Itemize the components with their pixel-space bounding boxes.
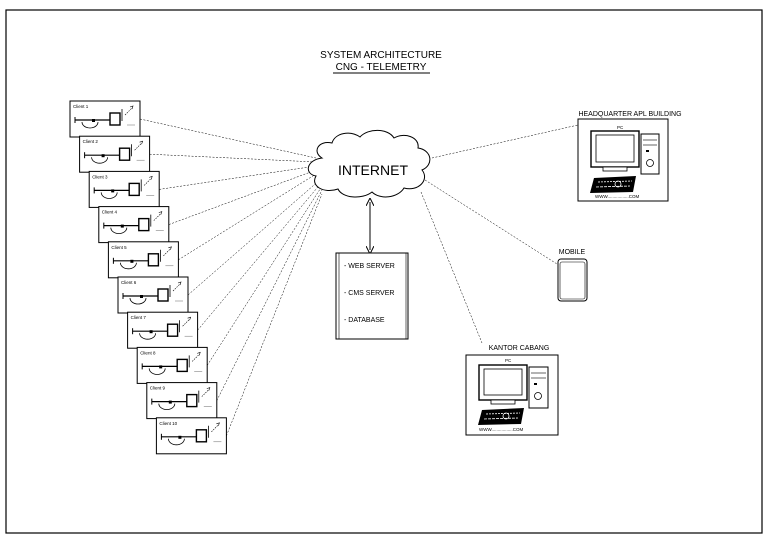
client-label: Client 4	[102, 210, 118, 215]
headquarter-pc-icon	[590, 130, 660, 175]
telemetry-device-icon	[141, 351, 203, 375]
client-card: Client 6	[117, 276, 189, 314]
page-border	[5, 9, 763, 534]
client-link-2	[149, 153, 317, 163]
internet-label: INTERNET	[338, 162, 408, 178]
client-label: Client 5	[111, 245, 127, 250]
client-link-4	[168, 169, 317, 225]
client-label: Client 3	[92, 174, 108, 179]
headquarter-title: HEADQUARTER APL BUILDING	[578, 111, 681, 118]
client-label: Client 9	[150, 386, 166, 391]
branch-link	[420, 191, 483, 344]
headquarter-pc-label: PC	[617, 125, 624, 130]
server-box: - WEB SERVER - CMS SERVER - DATABASE	[335, 252, 409, 340]
client-link-6	[187, 177, 323, 296]
headquarter-keyboard-icon	[590, 176, 636, 193]
telemetry-device-icon	[132, 316, 193, 340]
client-link-8	[206, 185, 323, 366]
client-label: Client 1	[73, 104, 89, 109]
telemetry-device-icon	[122, 281, 183, 305]
client-link-3	[159, 165, 317, 190]
branch-keyboard-icon	[478, 408, 524, 425]
telemetry-device-icon	[84, 140, 145, 164]
client-card: Client 5	[107, 241, 179, 279]
server-item-database: - DATABASE	[344, 317, 385, 324]
client-link-10	[226, 193, 323, 436]
client-label: Client 7	[131, 315, 147, 320]
client-link-1	[139, 118, 317, 159]
telemetry-device-icon	[103, 211, 164, 234]
branch-node: KANTOR CABANG PC WWW.................COM	[465, 345, 559, 436]
client-card: Client 3	[88, 170, 160, 208]
client-stack: Client 1 Client 2 Client 3 Client 4 Client 5…	[69, 100, 227, 455]
client-link-9	[216, 189, 323, 401]
branch-pc-icon	[478, 364, 549, 409]
branch-pc-label: PC	[505, 358, 512, 363]
telemetry-device-icon	[112, 246, 174, 270]
client-label: Client 2	[83, 139, 99, 144]
internet-cloud: INTERNET	[307, 129, 431, 198]
branch-url: WWW.................COM	[479, 427, 523, 432]
client-label: Client 8	[140, 350, 156, 355]
mobile-device-icon	[557, 258, 588, 302]
client-card: Client 9	[146, 382, 218, 420]
client-card: Client 2	[79, 135, 151, 173]
server-item-web: - WEB SERVER	[344, 263, 395, 270]
headquarter-node: HEADQUARTER APL BUILDING PC WWW.........…	[577, 111, 682, 202]
mobile-node: MOBILE	[557, 249, 588, 302]
branch-title: KANTOR CABANG	[489, 345, 550, 352]
client-label: Client 10	[159, 421, 177, 426]
client-card: Client 7	[127, 311, 199, 349]
mobile-link	[424, 179, 558, 265]
client-card: Client 1	[69, 100, 141, 138]
client-card: Client 10	[155, 417, 227, 455]
client-card: Client 8	[136, 346, 208, 384]
client-card: Client 4	[98, 206, 170, 244]
telemetry-device-icon	[74, 105, 135, 129]
client-link-7	[197, 181, 323, 331]
headquarter-link	[431, 124, 579, 159]
mobile-label: MOBILE	[559, 249, 586, 256]
server-item-cms: - CMS SERVER	[344, 290, 394, 297]
diagram-subtitle: CNG - TELEMETRY	[336, 62, 427, 73]
telemetry-device-icon	[160, 422, 222, 446]
client-link-5	[178, 173, 317, 261]
telemetry-device-icon	[151, 387, 212, 410]
telemetry-device-icon	[93, 175, 155, 199]
client-label: Client 6	[121, 280, 137, 285]
diagram-title: SYSTEM ARCHITECTURE	[320, 50, 442, 61]
network-links	[139, 118, 579, 436]
headquarter-url: WWW.................COM	[595, 194, 639, 199]
